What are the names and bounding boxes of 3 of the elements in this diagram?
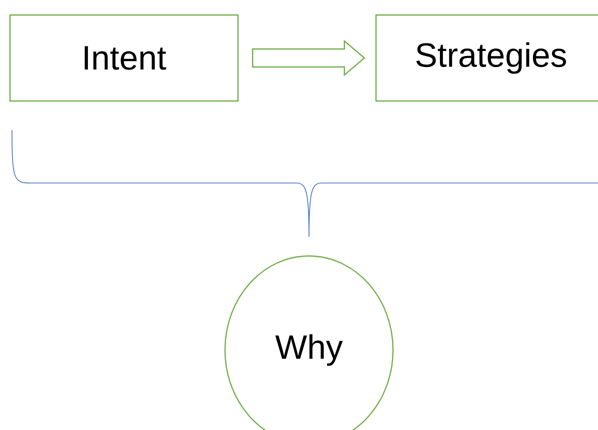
block-arrow	[252, 40, 366, 76]
text-box: Strategies	[375, 14, 598, 102]
text-box: Intent	[9, 14, 239, 102]
